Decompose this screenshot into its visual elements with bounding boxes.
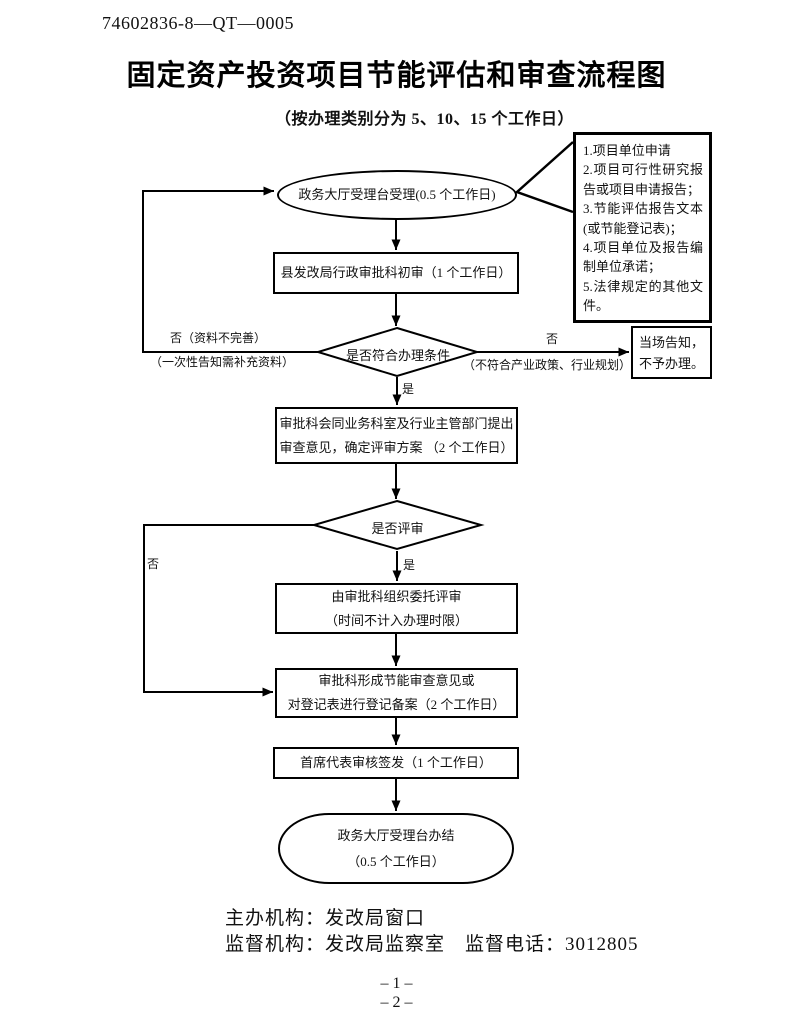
page-number-2: – 2 – <box>380 994 413 1011</box>
decision1-no-right-sublabel: （不符合产业政策、行业规划） <box>462 358 631 372</box>
footer-organizer: 主办机构：发改局窗口 <box>225 908 426 929</box>
reject-notice-line2: 不予办理。 <box>639 356 705 371</box>
node-start-reception: 政务大厅受理台受理(0.5 个工作日) <box>277 170 517 220</box>
node-form-opinion-line1: 审批科形成节能审查意见或 <box>318 673 475 688</box>
decision1-no-right-label: 否 <box>546 332 559 346</box>
node-entrust-review: 由审批科组织委托评审 （时间不计入办理时限） <box>275 583 518 634</box>
callout-item-5: 5.法律规定的其他文件。 <box>583 278 703 314</box>
page-subtitle: （按办理类别分为 5、10、15 个工作日） <box>274 111 574 128</box>
loop-decision2-to-form <box>143 524 314 697</box>
decision1-no-left-label-line1: 否（资料不完善） <box>169 331 266 345</box>
node-entrust-review-line1: 由审批科组织委托评审 <box>331 588 462 604</box>
reject-notice-line1: 当场告知， <box>639 335 705 350</box>
node-end-reception: 政务大厅受理台办结 （0.5 个工作日） <box>278 813 514 884</box>
decision2-yes-label: 是 <box>403 558 416 572</box>
callout-item-2: 2.项目可行性研究报告或项目申请报告； <box>583 162 703 197</box>
decision1-no-left-label-line2: （一次性告知需补充资料） <box>149 355 294 369</box>
node-entrust-review-line2: （时间不计入办理时限） <box>324 612 468 628</box>
decision-review-diamond <box>310 499 485 551</box>
callout-pointer <box>514 141 574 214</box>
decision2-no-label: 否 <box>147 557 160 571</box>
materials-callout-box: 1.项目单位申请 2.项目可行性研究报告或项目申请报告； 3.节能评估报告文本(… <box>573 132 712 323</box>
node-joint-opinion-line2: 审查意见，确定评审方案 （2 个工作日） <box>279 439 514 455</box>
node-chief-sign-label: 首席代表审核签发（1 个工作日） <box>300 755 492 770</box>
node-end-reception-line1: 政务大厅受理台办结 <box>337 827 455 843</box>
node-reject-notice: 当场告知， 不予办理。 <box>631 326 712 379</box>
page-title: 固定资产投资项目节能评估和审查流程图 <box>126 60 667 92</box>
footer-supervisor: 监督机构：发改局监察室 监督电话：3012805 <box>225 934 639 955</box>
node-joint-opinion: 审批科会同业务科室及行业主管部门提出 审查意见，确定评审方案 （2 个工作日） <box>275 407 518 464</box>
callout-item-3: 3.节能评估报告文本(或节能登记表)； <box>583 201 703 236</box>
node-form-opinion: 审批科形成节能审查意见或 对登记表进行登记备案（2 个工作日） <box>275 668 518 718</box>
node-start-reception-label: 政务大厅受理台受理(0.5 个工作日) <box>298 187 496 202</box>
node-initial-review-label: 县发改局行政审批科初审（1 个工作日） <box>280 265 512 280</box>
document-code: 74602836-8—QT—0005 <box>102 13 294 33</box>
decision-conditions-diamond <box>314 326 481 378</box>
loop-decision1-to-start <box>142 186 318 353</box>
node-chief-sign: 首席代表审核签发（1 个工作日） <box>273 747 519 779</box>
page-number-1: – 1 – <box>380 975 413 992</box>
decision-review-question: 是否评审 <box>371 521 424 536</box>
decision-conditions-question: 是否符合办理条件 <box>345 348 450 363</box>
callout-item-4: 4.项目单位及报告编制单位承诺； <box>583 240 703 275</box>
callout-item-1: 1.项目单位申请 <box>583 143 671 158</box>
node-form-opinion-line2: 对登记表进行登记备案（2 个工作日） <box>287 697 506 712</box>
node-initial-review: 县发改局行政审批科初审（1 个工作日） <box>273 252 519 294</box>
node-end-reception-line2: （0.5 个工作日） <box>347 853 445 869</box>
node-joint-opinion-line1: 审批科会同业务科室及行业主管部门提出 <box>279 415 514 431</box>
decision1-yes-label: 是 <box>402 382 415 396</box>
